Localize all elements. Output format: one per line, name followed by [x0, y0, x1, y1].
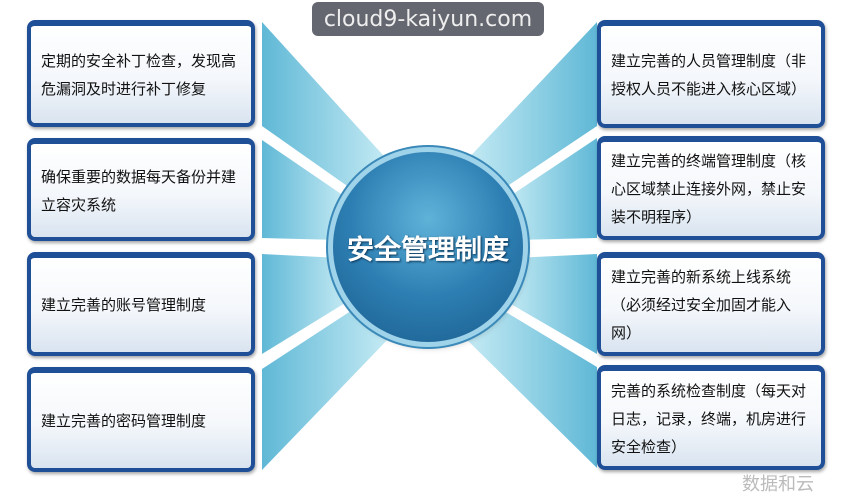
right-item-1: 建立完善的人员管理制度（非授权人员不能进入核心区域）	[597, 20, 825, 128]
right-item-4: 完善的系统检查制度（每天对日志，记录，终端，机房进行安全检查）	[597, 365, 825, 470]
right-item-2: 建立完善的终端管理制度（核心区域禁止连接外网，禁止安装不明程序）	[597, 136, 825, 240]
watermark-overlay: cloud9-kaiyun.com	[312, 2, 544, 36]
right-item-3: 建立完善的新系统上线系统（必须经过安全加固才能入网）	[597, 252, 825, 356]
left-item-2: 确保重要的数据每天备份并建立容灾系统	[27, 138, 255, 241]
item-text: 确保重要的数据每天备份并建立容灾系统	[41, 167, 237, 214]
beam-left-1	[262, 22, 392, 195]
beam-left-4	[262, 305, 392, 470]
item-text: 定期的安全补丁检查，发现高危漏洞及时进行补丁修复	[41, 51, 237, 98]
center-title: 安全管理制度	[347, 234, 509, 266]
beam-right-2	[504, 138, 597, 240]
beam-left-3	[262, 254, 350, 354]
item-text: 建立完善的新系统上线系统（必须经过安全加固才能入网）	[611, 268, 792, 342]
item-text: 建立完善的终端管理制度（核心区域禁止连接外网，禁止安装不明程序）	[611, 152, 807, 226]
item-text: 建立完善的人员管理制度（非授权人员不能进入核心区域）	[611, 52, 807, 98]
left-item-3: 建立完善的账号管理制度	[27, 252, 255, 356]
beam-right-1	[462, 22, 597, 195]
item-text: 建立完善的账号管理制度	[41, 296, 207, 314]
left-item-4: 建立完善的密码管理制度	[27, 367, 255, 472]
beam-right-4	[462, 305, 597, 468]
item-text: 建立完善的密码管理制度	[41, 411, 207, 430]
beam-right-3	[504, 254, 597, 354]
center-circle: 安全管理制度	[333, 152, 523, 342]
watermark-corner: 数据和云	[742, 474, 814, 495]
beam-left-2	[262, 140, 350, 240]
left-item-1: 定期的安全补丁检查，发现高危漏洞及时进行补丁修复	[27, 20, 255, 127]
item-text: 完善的系统检查制度（每天对日志，记录，终端，机房进行安全检查）	[611, 381, 807, 456]
